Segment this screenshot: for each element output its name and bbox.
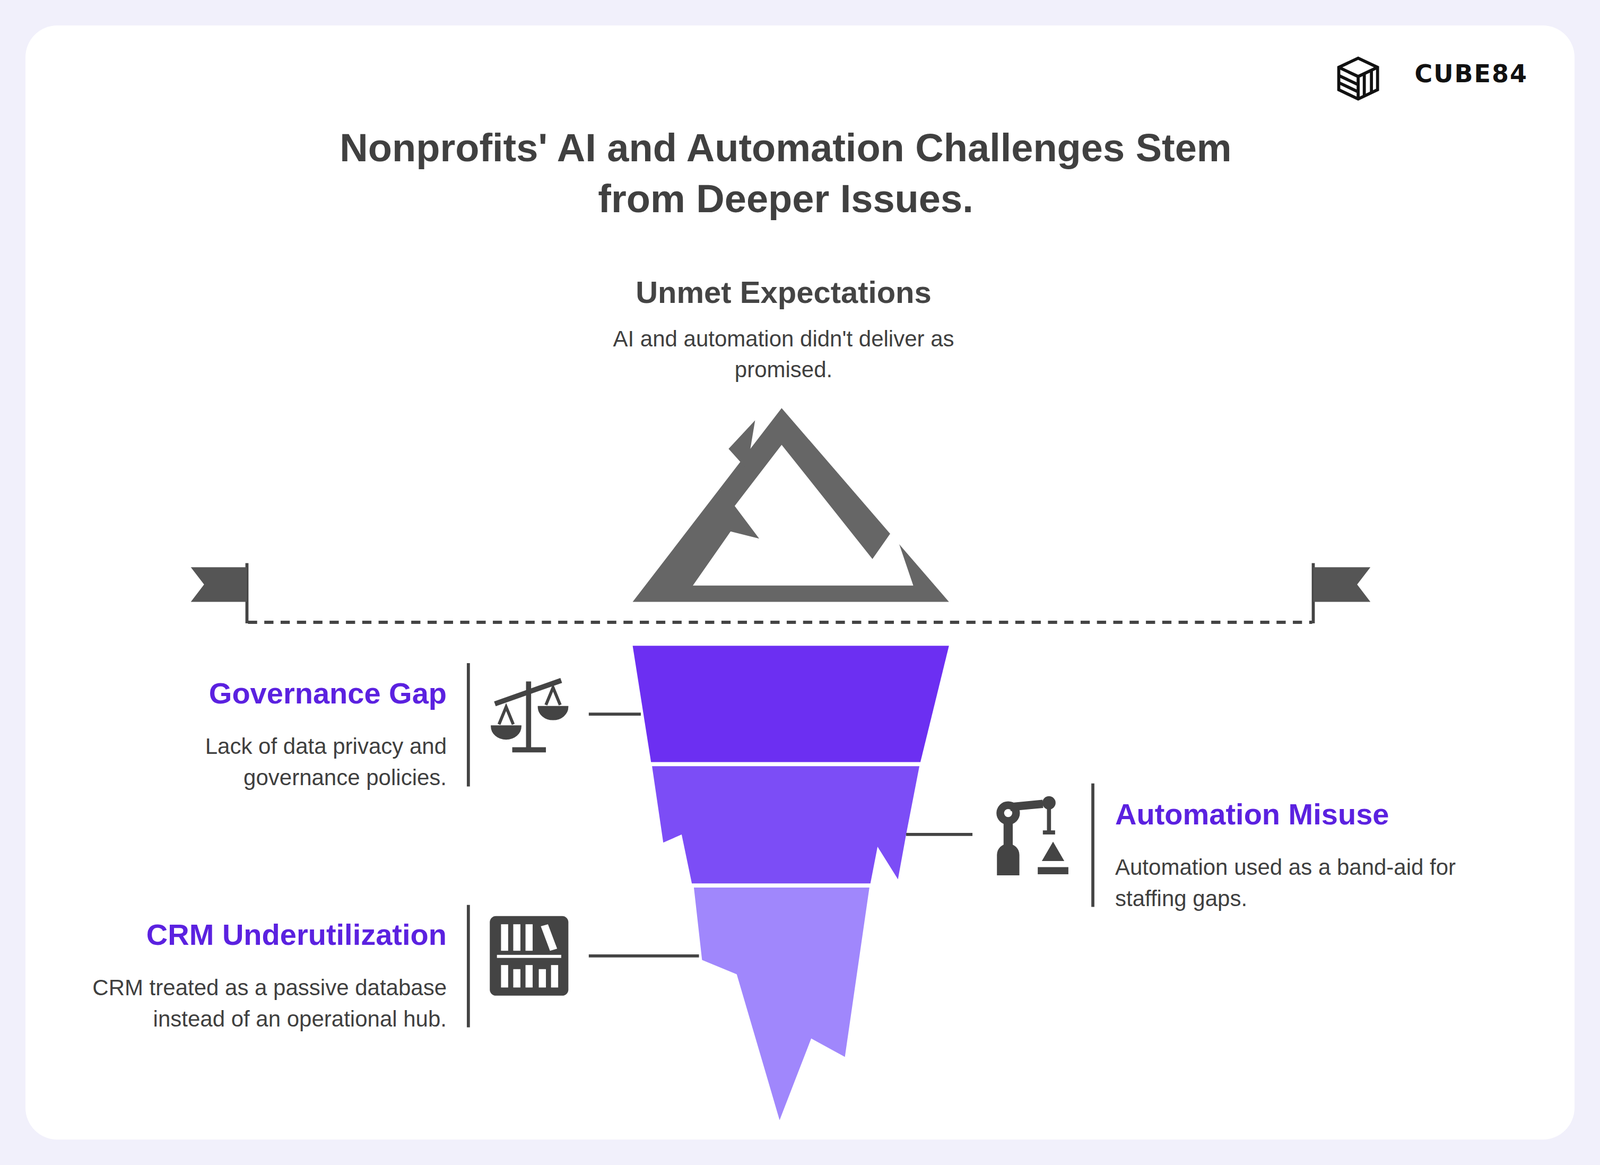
iceberg-band	[693, 887, 870, 1120]
callout-description: CRM treated as a passive database instea…	[43, 972, 447, 1036]
leader-line	[588, 712, 641, 716]
callout-heading: CRM Underutilization	[43, 916, 447, 953]
callout-group: Automation MisuseAutomation used as a ba…	[1115, 796, 1519, 915]
leader-line	[588, 954, 700, 958]
callout-bar	[1091, 783, 1095, 908]
callout-description: Automation used as a band-aid for staffi…	[1115, 851, 1519, 915]
scale-icon	[491, 680, 568, 751]
robot-arm-icon	[996, 796, 1069, 876]
iceberg-tip-inner	[692, 444, 913, 586]
callout-bar	[466, 663, 471, 787]
leader-line	[906, 832, 973, 837]
diagram-title: Nonprofits' AI and Automation Challenges…	[296, 122, 1276, 225]
callout-description: Lack of data privacy and governance poli…	[138, 731, 447, 794]
callout-group: Governance GapLack of data privacy and g…	[138, 675, 447, 794]
callout-group: Unmet Expectations AI and automation didn…	[544, 273, 1023, 386]
iceberg-band	[632, 645, 950, 762]
logo-icon	[1338, 58, 1378, 100]
callout-heading: Governance Gap	[138, 675, 447, 711]
callout-heading: Unmet Expectations	[544, 273, 1023, 311]
flag	[190, 567, 248, 602]
iceberg-band	[651, 766, 920, 884]
logo-text: CUBE84	[1414, 59, 1528, 89]
callout-heading: Automation Misuse	[1115, 796, 1519, 832]
callout-bar	[466, 905, 471, 1028]
callout-group: CRM UnderutilizationCRM treated as a pas…	[43, 916, 447, 1036]
callout-description: AI and automation didn't deliver as prom…	[566, 323, 1002, 387]
books-icon	[489, 916, 569, 996]
flag	[1313, 567, 1371, 602]
water-line	[247, 620, 1312, 624]
iceberg-tip	[632, 407, 950, 602]
